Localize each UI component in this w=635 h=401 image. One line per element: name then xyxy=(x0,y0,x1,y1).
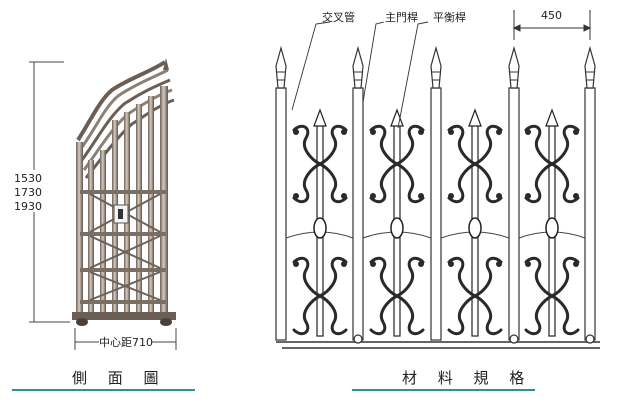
height-label-1930: 1930 xyxy=(14,200,42,213)
post-wheels xyxy=(353,334,595,344)
cross-tube-label: 交叉管 xyxy=(322,11,355,24)
scroll-ornaments xyxy=(292,124,580,336)
main-posts xyxy=(275,45,596,341)
leader-lines xyxy=(291,21,429,129)
ground-rail xyxy=(276,341,600,349)
center-distance-label: 中心距710 xyxy=(99,336,153,349)
width-450-dimension xyxy=(512,10,592,40)
folded-gate-body xyxy=(72,58,176,326)
balance-rod-label: 平衡桿 xyxy=(433,11,466,24)
height-dimension xyxy=(29,61,70,323)
width-450-label: 450 xyxy=(541,9,562,22)
spec-underline xyxy=(352,389,535,391)
side-view-caption: 側 面 圖 xyxy=(72,369,167,387)
spec-caption: 材 料 規 格 xyxy=(402,369,533,387)
side-view-underline xyxy=(12,389,195,391)
height-label-1730: 1730 xyxy=(14,186,42,199)
center-rosettes xyxy=(313,217,559,239)
width-dimension xyxy=(74,328,177,350)
height-label-1530: 1530 xyxy=(14,172,42,185)
main-pole-label: 主門桿 xyxy=(385,11,418,24)
